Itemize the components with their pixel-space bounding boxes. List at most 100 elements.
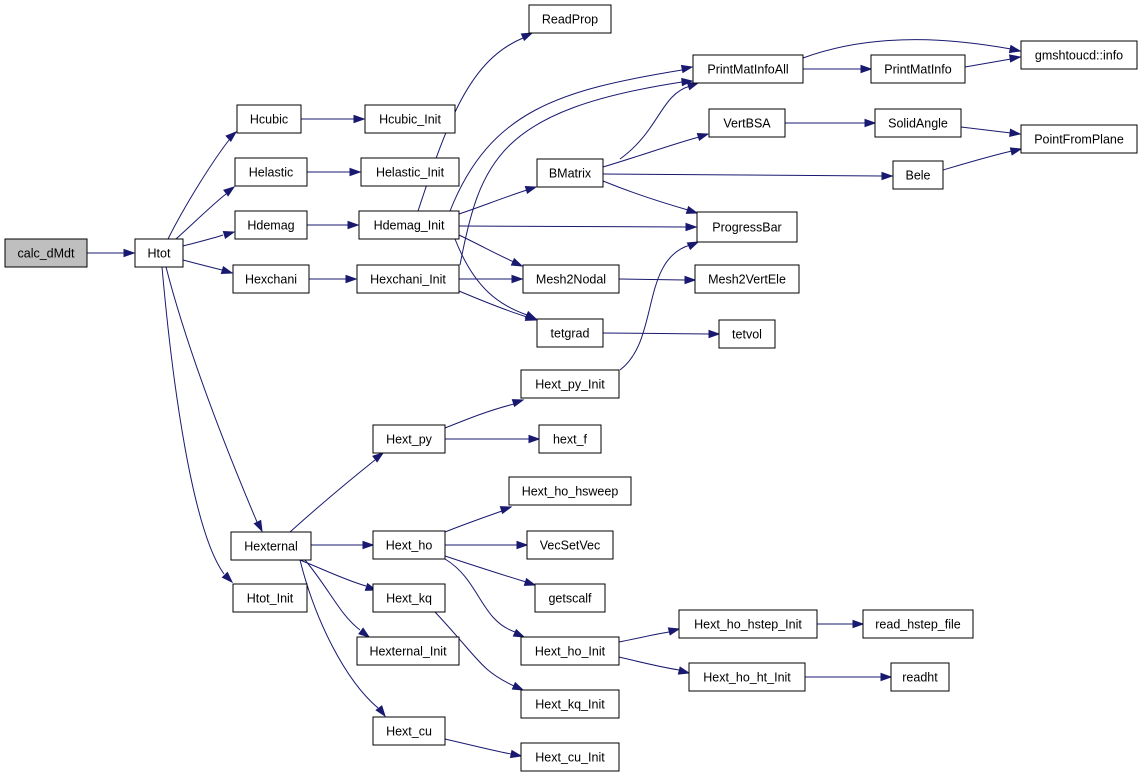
edge-arrowhead [222,230,236,240]
node-hext-ho-hsweep[interactable]: Hext_ho_hsweep [508,476,632,506]
node-printmatinfo[interactable]: PrintMatInfo [870,54,966,84]
node-label: Bele [905,169,930,183]
node-box [234,157,308,187]
node-label: Hext_ho_Init [535,645,606,659]
node-vertbsa[interactable]: VertBSA [708,108,786,138]
node-hext-cu-init[interactable]: Hext_cu_Init [520,742,620,772]
edge-arrowhead [696,132,710,142]
edge-line [618,278,686,281]
edge-BMatrix-to-ProgressBar [602,180,699,214]
edge-Htot-to-Hdemag [182,230,236,247]
node-pointfromplane[interactable]: PointFromPlane [1020,124,1138,154]
node-hexchani-init[interactable]: Hexchani_Init [356,264,460,294]
node-hexternal-init[interactable]: Hexternal_Init [356,636,460,666]
node-label: readht [902,671,938,685]
node-label: gmshtoucd::info [1035,49,1123,63]
call-graph-edges [87,32,1023,759]
edge-arrowhead [511,681,525,691]
node-solidangle[interactable]: SolidAngle [874,108,962,138]
edge-arrowhead [223,186,236,197]
edge-Hext_ho_Init-to-Hext_ho_hstep_Init [618,627,681,643]
edge-Hext_cu-to-Hext_cu_Init [444,738,523,759]
node-hdemag-init[interactable]: Hdemag_Init [358,210,460,240]
node-progressbar[interactable]: ProgressBar [696,211,798,243]
edge-Hdemag-to-Hdemag_Init [307,220,360,230]
node-label: Hexchani_Init [370,273,446,287]
node-label: Hcubic_Init [379,113,441,127]
edge-Hexternal-to-Hext_py [289,452,385,533]
node-mesh2nodal[interactable]: Mesh2Nodal [522,264,620,294]
node-box [232,264,310,294]
node-label: tetvol [732,328,762,342]
edge-arrowhead [1008,44,1022,54]
edge-line [304,559,361,631]
node-box [874,108,962,138]
edge-line [444,510,503,533]
node-label: Hext_cu_Init [535,751,605,765]
node-readprop[interactable]: ReadProp [528,4,612,34]
node-hext-f[interactable]: hext_f [538,424,602,454]
node-hext-py[interactable]: Hext_py [372,424,446,454]
node-hext-ho-ht-init[interactable]: Hext_ho_ht_Init [688,662,806,692]
node-bele[interactable]: Bele [892,160,944,190]
edge-arrowhead [1009,128,1022,137]
node-htot-init[interactable]: Htot_Init [232,583,308,613]
node-box [694,264,800,294]
edge-arrowhead [528,434,541,444]
edge-Hdemag_Init-to-ProgressBar [458,222,698,232]
node-hcubic-init[interactable]: Hcubic_Init [364,104,456,134]
node-read-hstep-file[interactable]: read_hstep_file [862,609,974,639]
edge-arrowhead [358,627,371,638]
edge-arrowhead [372,452,385,463]
node-bmatrix[interactable]: BMatrix [536,158,604,188]
edge-arrowhead [684,275,697,285]
node-box [708,108,786,138]
node-hext-cu[interactable]: Hext_cu [372,716,446,746]
node-box [1020,40,1138,70]
node-getscalf[interactable]: getscalf [534,583,606,613]
edge-Hext_py-to-hext_f [445,434,541,444]
edge-Hexternal-to-Hext_kq [299,559,378,591]
edge-Hext_ho-to-Hext_ho_Init [444,558,526,638]
edge-line [618,631,670,643]
node-hext-py-init[interactable]: Hext_py_Init [520,369,620,399]
node-hext-kq-init[interactable]: Hext_kq_Init [520,689,620,719]
node-hexchani[interactable]: Hexchani [232,264,310,294]
node-hext-ho-init[interactable]: Hext_ho_Init [520,636,620,666]
node-box [372,583,446,613]
node-box [520,369,620,399]
node-hext-ho[interactable]: Hext_ho [372,530,446,560]
node-vecsetvec[interactable]: VecSetVec [526,530,614,560]
node-tetvol[interactable]: tetvol [718,319,776,349]
edge-Bele-to-PointFromPlane [942,147,1023,171]
edge-arrowhead [1009,54,1022,63]
node-htot[interactable]: Htot [134,238,184,268]
edge-arrowhead [685,205,699,214]
node-box [360,157,460,187]
node-printmatinfoall[interactable]: PrintMatInfoAll [692,54,804,84]
node-mesh2vertele[interactable]: Mesh2VertEle [694,264,800,294]
node-gmshtoucd-info[interactable]: gmshtoucd::info [1020,40,1138,70]
node-helastic-init[interactable]: Helastic_Init [360,157,460,187]
node-box [534,583,606,613]
node-hdemag[interactable]: Hdemag [234,210,308,240]
node-tetgrad[interactable]: tetgrad [536,318,604,348]
node-readht[interactable]: readht [890,662,950,692]
node-hexternal[interactable]: Hexternal [230,531,312,561]
node-hext-ho-hstep-init[interactable]: Hext_ho_hstep_Init [678,609,818,639]
edge-line [182,259,223,271]
edge-Hexchani_Init-to-tetgrad [458,290,538,321]
edge-line [602,332,710,335]
node-calc-dmdt[interactable]: calc_dMdt [4,238,88,268]
edge-Htot-to-Htot_Init [161,266,234,584]
edge-arrowhead [511,274,524,284]
edge-Hexternal-to-Hext_cu [299,559,386,718]
node-hext-kq[interactable]: Hext_kq [372,583,446,613]
node-box [688,662,806,692]
edge-arrowhead [221,571,234,584]
node-hcubic[interactable]: Hcubic [236,104,302,134]
edge-line [289,459,376,533]
node-helastic[interactable]: Helastic [234,157,308,187]
edge-Hdemag_Init-to-PrintMatInfoAll [449,64,694,212]
node-label: SolidAngle [888,117,948,131]
